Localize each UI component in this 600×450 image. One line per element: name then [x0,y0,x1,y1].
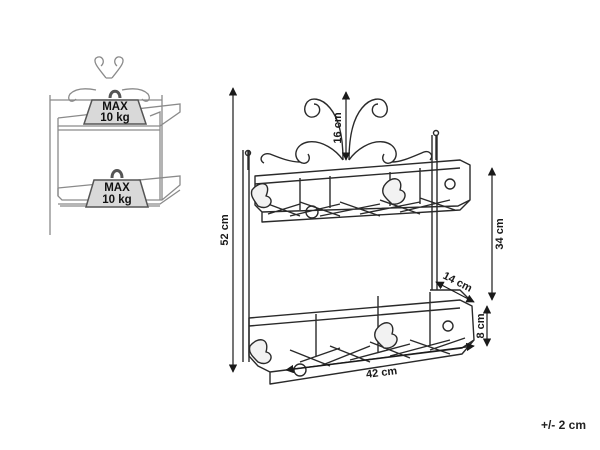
tolerance-note: +/- 2 cm [540,418,586,432]
load-capacity-thumbnail [49,56,181,235]
crown-scroll-right [348,98,437,164]
crown-scroll-left [247,98,344,170]
total-height-label: 52 cm [219,214,231,245]
top-shelf [254,159,471,223]
rim-height-label: 8 cm [475,313,487,338]
depth-arrow [435,281,475,303]
thumbnail-crown [49,56,163,102]
top-weight-line2: 10 kg [100,112,129,124]
bottom-weight-icon: MAX 10 kg [84,169,150,208]
bottom-shelf [248,289,475,385]
bottom-shelf-leaf-left [248,339,272,365]
crown-height-label: 16 cm [332,112,344,143]
top-shelf-leaf-left [250,183,272,209]
rack-posts [242,135,438,362]
depth-label: 14 cm [441,270,474,295]
width-arrow [285,342,475,374]
shelf-spacing-label: 34 cm [494,218,506,249]
top-weight-line1: MAX [102,101,128,113]
bottom-weight-line2: 10 kg [102,194,131,206]
width-label: 42 cm [365,365,398,381]
top-shelf-leaf-right [382,178,406,205]
bottom-shelf-leaf-right [374,322,398,349]
bottom-weight-line1: MAX [104,182,130,194]
top-weight-icon: MAX 10 kg [82,89,148,125]
shelf-rack [242,98,475,385]
